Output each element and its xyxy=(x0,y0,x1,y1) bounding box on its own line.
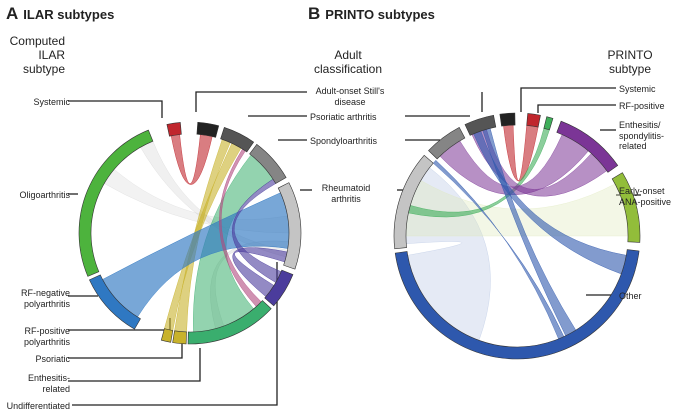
ilar-arcs xyxy=(78,121,302,345)
arc-ilar-rf-negative xyxy=(89,274,141,330)
arc-ilar-psoriatic xyxy=(160,328,174,343)
label-printo-rf-positive: RF-positive xyxy=(619,101,665,111)
arc-ilar-rf-positive xyxy=(172,330,187,345)
leader-line xyxy=(195,91,307,112)
arc-printo-enthesitis xyxy=(556,120,619,173)
printo-ribbons xyxy=(405,124,629,341)
arc-adult-stills xyxy=(196,121,220,138)
ilar-ribbons xyxy=(102,134,290,333)
arc-adult-spondylo-b xyxy=(428,126,466,160)
arc-adult-rheumatoid xyxy=(277,182,302,270)
arc-adult-psoriatic xyxy=(220,127,255,153)
leader-line xyxy=(68,340,183,359)
arc-adult-spondylo xyxy=(249,143,287,184)
arc-ilar-oligoarthritis xyxy=(78,129,154,277)
arc-printo-early-onset xyxy=(611,172,641,243)
label-psoriatic-arthritis: Psoriatic arthritis xyxy=(310,112,377,122)
arc-ilar-enthesitis xyxy=(187,300,272,345)
label-ilar-undifferentiated: Undifferentiated xyxy=(6,401,70,411)
leader-line xyxy=(68,100,163,118)
leader-line xyxy=(68,348,201,382)
arc-printo-systemic xyxy=(526,113,541,128)
label-spondyloarthritis: Spondyloarthritis xyxy=(310,136,378,146)
ribbon-printo-2 xyxy=(503,124,539,182)
label-ilar-oligoarthritis: Oligoarthritis xyxy=(19,190,70,200)
leader-line xyxy=(68,318,171,331)
leader-line xyxy=(537,104,616,113)
label-printo-enthesitis: Enthesitis/ spondylitis- related xyxy=(619,120,665,151)
label-ilar-rf-negative: RF-negative polyarthritis xyxy=(20,288,70,309)
label-ilar-psoriatic: Psoriatic xyxy=(35,354,70,364)
printo-arcs xyxy=(393,112,641,360)
label-ilar-rf-positive: RF-positive polyarthritis xyxy=(23,326,70,347)
ribbon-ilar-3 xyxy=(170,134,213,185)
arc-ilar-undifferentiated xyxy=(264,269,294,307)
ribbon-printo-8 xyxy=(432,159,565,340)
label-printo-systemic: Systemic xyxy=(619,84,656,94)
label-ilar-systemic: Systemic xyxy=(33,97,70,107)
label-adult-onset-stills: Adult-onset Still's disease xyxy=(315,86,385,107)
leader-line xyxy=(72,262,278,406)
arc-adult-rheumatoid-b xyxy=(393,154,434,250)
label-rheumatoid-arthritis: Rheumatoid arthritis xyxy=(321,183,371,204)
arc-adult-psoriatic-b xyxy=(464,114,497,136)
arc-ilar-systemic xyxy=(166,122,182,137)
label-ilar-enthesitis: Enthesitis-related xyxy=(27,373,70,394)
arc-printo-other xyxy=(394,249,640,360)
label-printo-early-onset: Early-onset ANA-positive xyxy=(619,186,672,207)
arc-adult-stills-b xyxy=(499,112,516,127)
arc-printo-rf-positive xyxy=(543,116,554,131)
label-printo-other: Other xyxy=(619,291,642,301)
leader-line xyxy=(520,87,616,112)
